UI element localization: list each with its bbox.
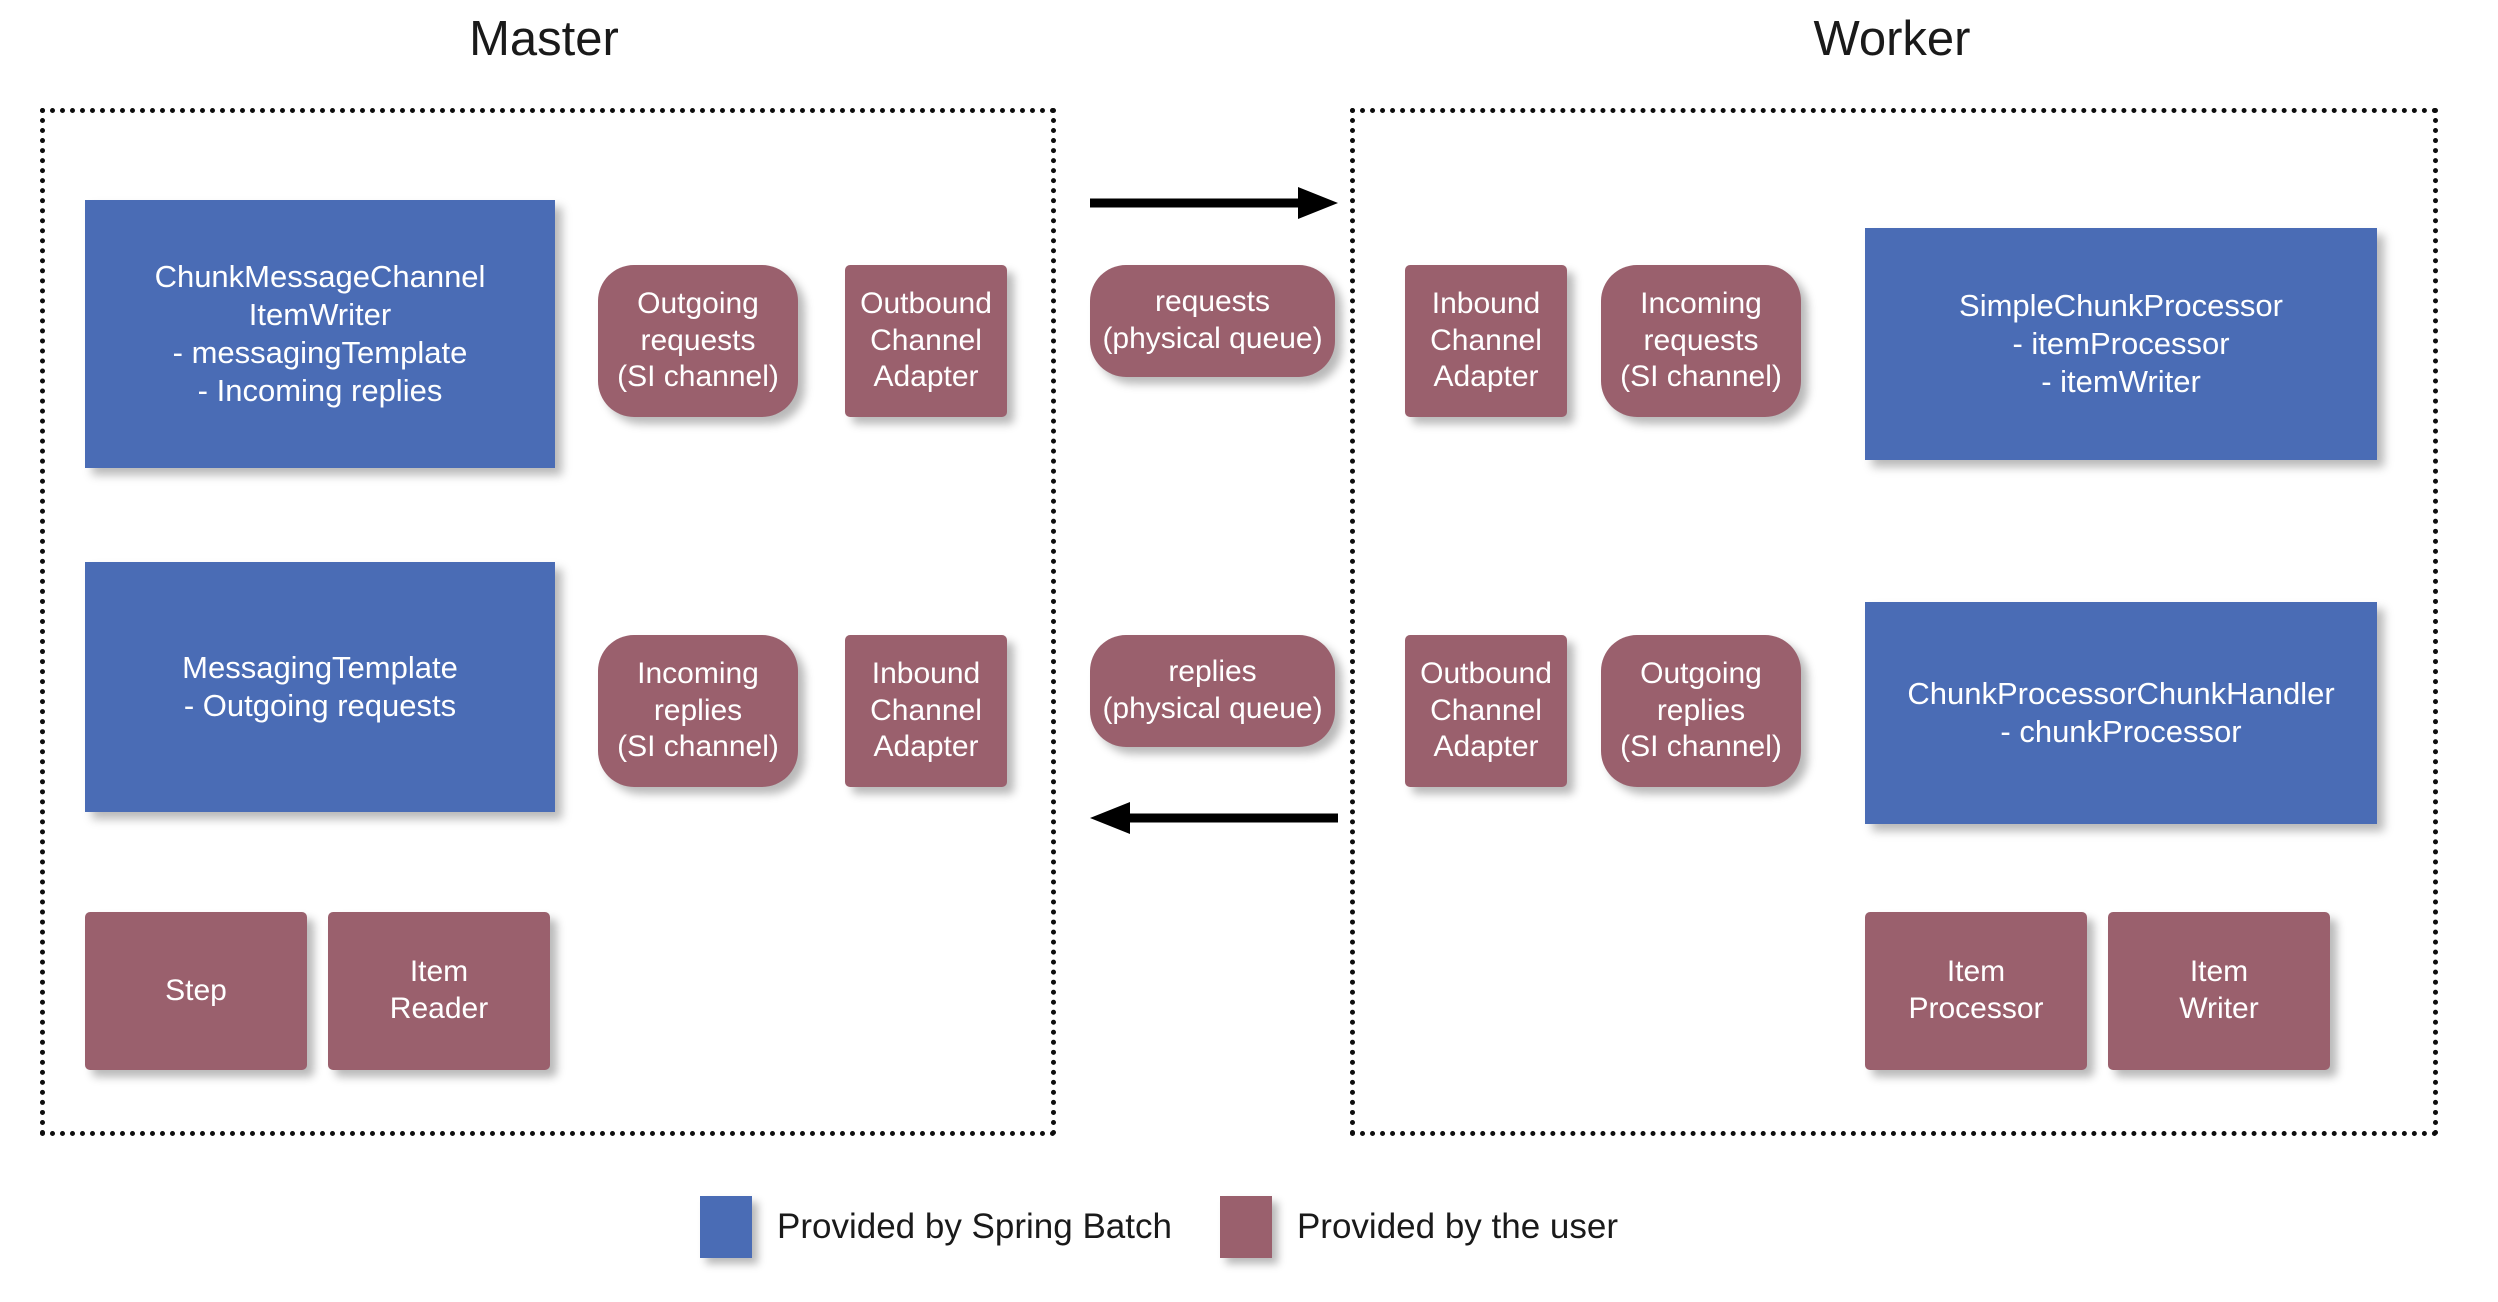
node-line: Adapter — [873, 360, 979, 394]
legend-item-user: Provided by the user — [1219, 1196, 1618, 1258]
node-line: ChunkProcessorChunkHandler — [1907, 676, 2335, 712]
node-line: (SI channel) — [617, 730, 779, 764]
node-line: (SI channel) — [617, 360, 779, 394]
node-line: requests — [1154, 285, 1271, 319]
node-line: replies — [1168, 655, 1257, 689]
node-requests-physical-queue[interactable]: requests (physical queue) — [1090, 265, 1335, 377]
node-incoming-replies-si-channel[interactable]: Incoming replies (SI channel) — [598, 635, 798, 787]
node-line: - Incoming replies — [197, 372, 443, 408]
node-step[interactable]: Step — [85, 912, 307, 1070]
node-inbound-channel-adapter-worker[interactable]: Inbound Channel Adapter — [1405, 265, 1567, 417]
node-line: requests — [1643, 323, 1759, 357]
node-chunk-processor-chunk-handler[interactable]: ChunkProcessorChunkHandler - chunkProces… — [1865, 602, 2377, 824]
arrow-requests-master-to-worker — [1090, 187, 1338, 219]
node-line: Item — [409, 955, 469, 989]
node-line: Incoming — [637, 657, 759, 691]
legend-label-spring-batch: Provided by Spring Batch — [777, 1207, 1172, 1246]
node-line: Step — [165, 973, 227, 1007]
node-line: Writer — [2179, 992, 2259, 1025]
node-line: (SI channel) — [1620, 360, 1782, 394]
node-line: Outbound — [1420, 657, 1552, 691]
node-line: Adapter — [873, 730, 979, 764]
node-item-reader[interactable]: Item Reader — [328, 912, 550, 1070]
node-line: Processor — [1908, 992, 2044, 1025]
legend-swatch-user — [1219, 1196, 1272, 1258]
node-replies-physical-queue[interactable]: replies (physical queue) — [1090, 635, 1335, 747]
section-title-worker: Worker — [1813, 12, 1971, 66]
node-line: - messagingTemplate — [172, 335, 468, 370]
node-item-writer[interactable]: Item Writer — [2108, 912, 2330, 1070]
node-line: Item — [1946, 955, 2006, 989]
node-line: Reader — [389, 992, 489, 1025]
node-item-processor[interactable]: Item Processor — [1865, 912, 2087, 1070]
node-line: Channel — [1430, 693, 1542, 727]
node-line: Inbound — [1431, 287, 1541, 321]
node-line: (physical queue) — [1102, 322, 1323, 355]
node-outbound-channel-adapter-worker[interactable]: Outbound Channel Adapter — [1405, 635, 1567, 787]
node-incoming-requests-si-channel[interactable]: Incoming requests (SI channel) — [1601, 265, 1801, 417]
node-messaging-template[interactable]: MessagingTemplate - Outgoing requests — [85, 562, 555, 812]
legend: Provided by Spring Batch Provided by the… — [700, 1196, 1618, 1258]
node-line: replies — [1656, 693, 1746, 727]
node-line: - itemWriter — [2041, 363, 2201, 399]
node-line: ItemWriter — [248, 297, 392, 333]
node-line: Incoming — [1640, 287, 1762, 321]
node-line: Inbound — [871, 657, 981, 691]
node-line: SimpleChunkProcessor — [1959, 288, 2283, 324]
node-line: replies — [653, 693, 743, 727]
arrow-replies-worker-to-master — [1090, 802, 1338, 834]
legend-item-spring-batch: Provided by Spring Batch — [700, 1196, 1172, 1258]
node-line: requests — [640, 323, 756, 357]
node-line: Outgoing — [637, 287, 759, 321]
node-line: ChunkMessageChannel — [154, 259, 486, 295]
node-line: Adapter — [1433, 360, 1539, 394]
node-line: Outbound — [860, 287, 992, 321]
node-outbound-channel-adapter-master[interactable]: Outbound Channel Adapter — [845, 265, 1007, 417]
node-line: (SI channel) — [1620, 730, 1782, 764]
node-inbound-channel-adapter-master[interactable]: Inbound Channel Adapter — [845, 635, 1007, 787]
node-line: Outgoing — [1640, 657, 1762, 691]
node-line: MessagingTemplate — [182, 650, 458, 686]
node-line: Channel — [1430, 323, 1542, 357]
node-line: Adapter — [1433, 730, 1539, 764]
node-line: Channel — [870, 693, 982, 727]
node-line: Item — [2189, 955, 2249, 989]
legend-label-user: Provided by the user — [1296, 1207, 1618, 1246]
node-simple-chunk-processor[interactable]: SimpleChunkProcessor - itemProcessor - i… — [1865, 228, 2377, 460]
section-title-master: Master — [469, 12, 619, 66]
node-outgoing-requests-si-channel[interactable]: Outgoing requests (SI channel) — [598, 265, 798, 417]
node-line: - chunkProcessor — [2000, 714, 2242, 749]
worker-boundary-frame — [1350, 108, 2438, 1136]
node-outgoing-replies-si-channel[interactable]: Outgoing replies (SI channel) — [1601, 635, 1801, 787]
master-boundary-frame — [40, 108, 1056, 1136]
node-line: Channel — [870, 323, 982, 357]
node-line: - itemProcessor — [2012, 326, 2230, 362]
node-line: (physical queue) — [1102, 692, 1323, 725]
node-line: - Outgoing requests — [183, 688, 457, 723]
node-chunk-message-channel-item-writer[interactable]: ChunkMessageChannel ItemWriter - messagi… — [85, 200, 555, 468]
legend-swatch-spring-batch — [700, 1196, 752, 1258]
